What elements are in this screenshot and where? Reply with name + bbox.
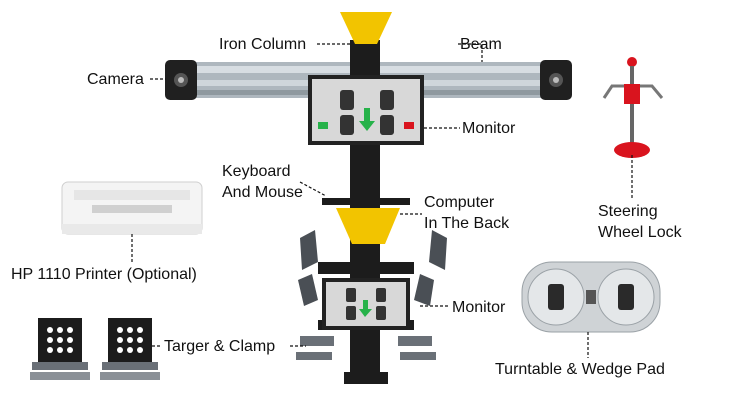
label-keyboard-line2: And Mouse (222, 184, 303, 201)
label-monitor-bottom: Monitor (452, 299, 506, 316)
leader-lines (131, 43, 633, 358)
steering-wheel-lock (602, 57, 664, 158)
camera-left (165, 60, 197, 100)
target-left (30, 318, 90, 380)
camera-right (540, 60, 572, 100)
label-iron-column: Iron Column (219, 36, 307, 53)
label-printer: HP 1110 Printer (Optional) (11, 266, 197, 283)
label-turntable: Turntable & Wedge Pad (495, 361, 665, 378)
monitor-bottom (322, 278, 410, 330)
keyboard-shelf (322, 198, 410, 205)
label-camera: Camera (87, 71, 144, 88)
stand-clamps (296, 230, 447, 360)
label-beam: Beam (460, 36, 502, 53)
turntables (521, 261, 661, 333)
label-steering-line1: Steering (598, 203, 658, 220)
monitor-top (308, 75, 424, 145)
label-monitor-top: Monitor (462, 120, 516, 137)
printer (61, 181, 203, 235)
label-keyboard-line1: Keyboard (222, 163, 291, 180)
label-steering-line2: Wheel Lock (598, 224, 682, 241)
computer-cabinet (336, 208, 400, 244)
label-computer-line2: In The Back (424, 215, 510, 232)
label-target-clamp: Targer & Clamp (164, 338, 276, 355)
label-computer-line1: Computer (424, 194, 495, 211)
target-right (100, 318, 160, 380)
